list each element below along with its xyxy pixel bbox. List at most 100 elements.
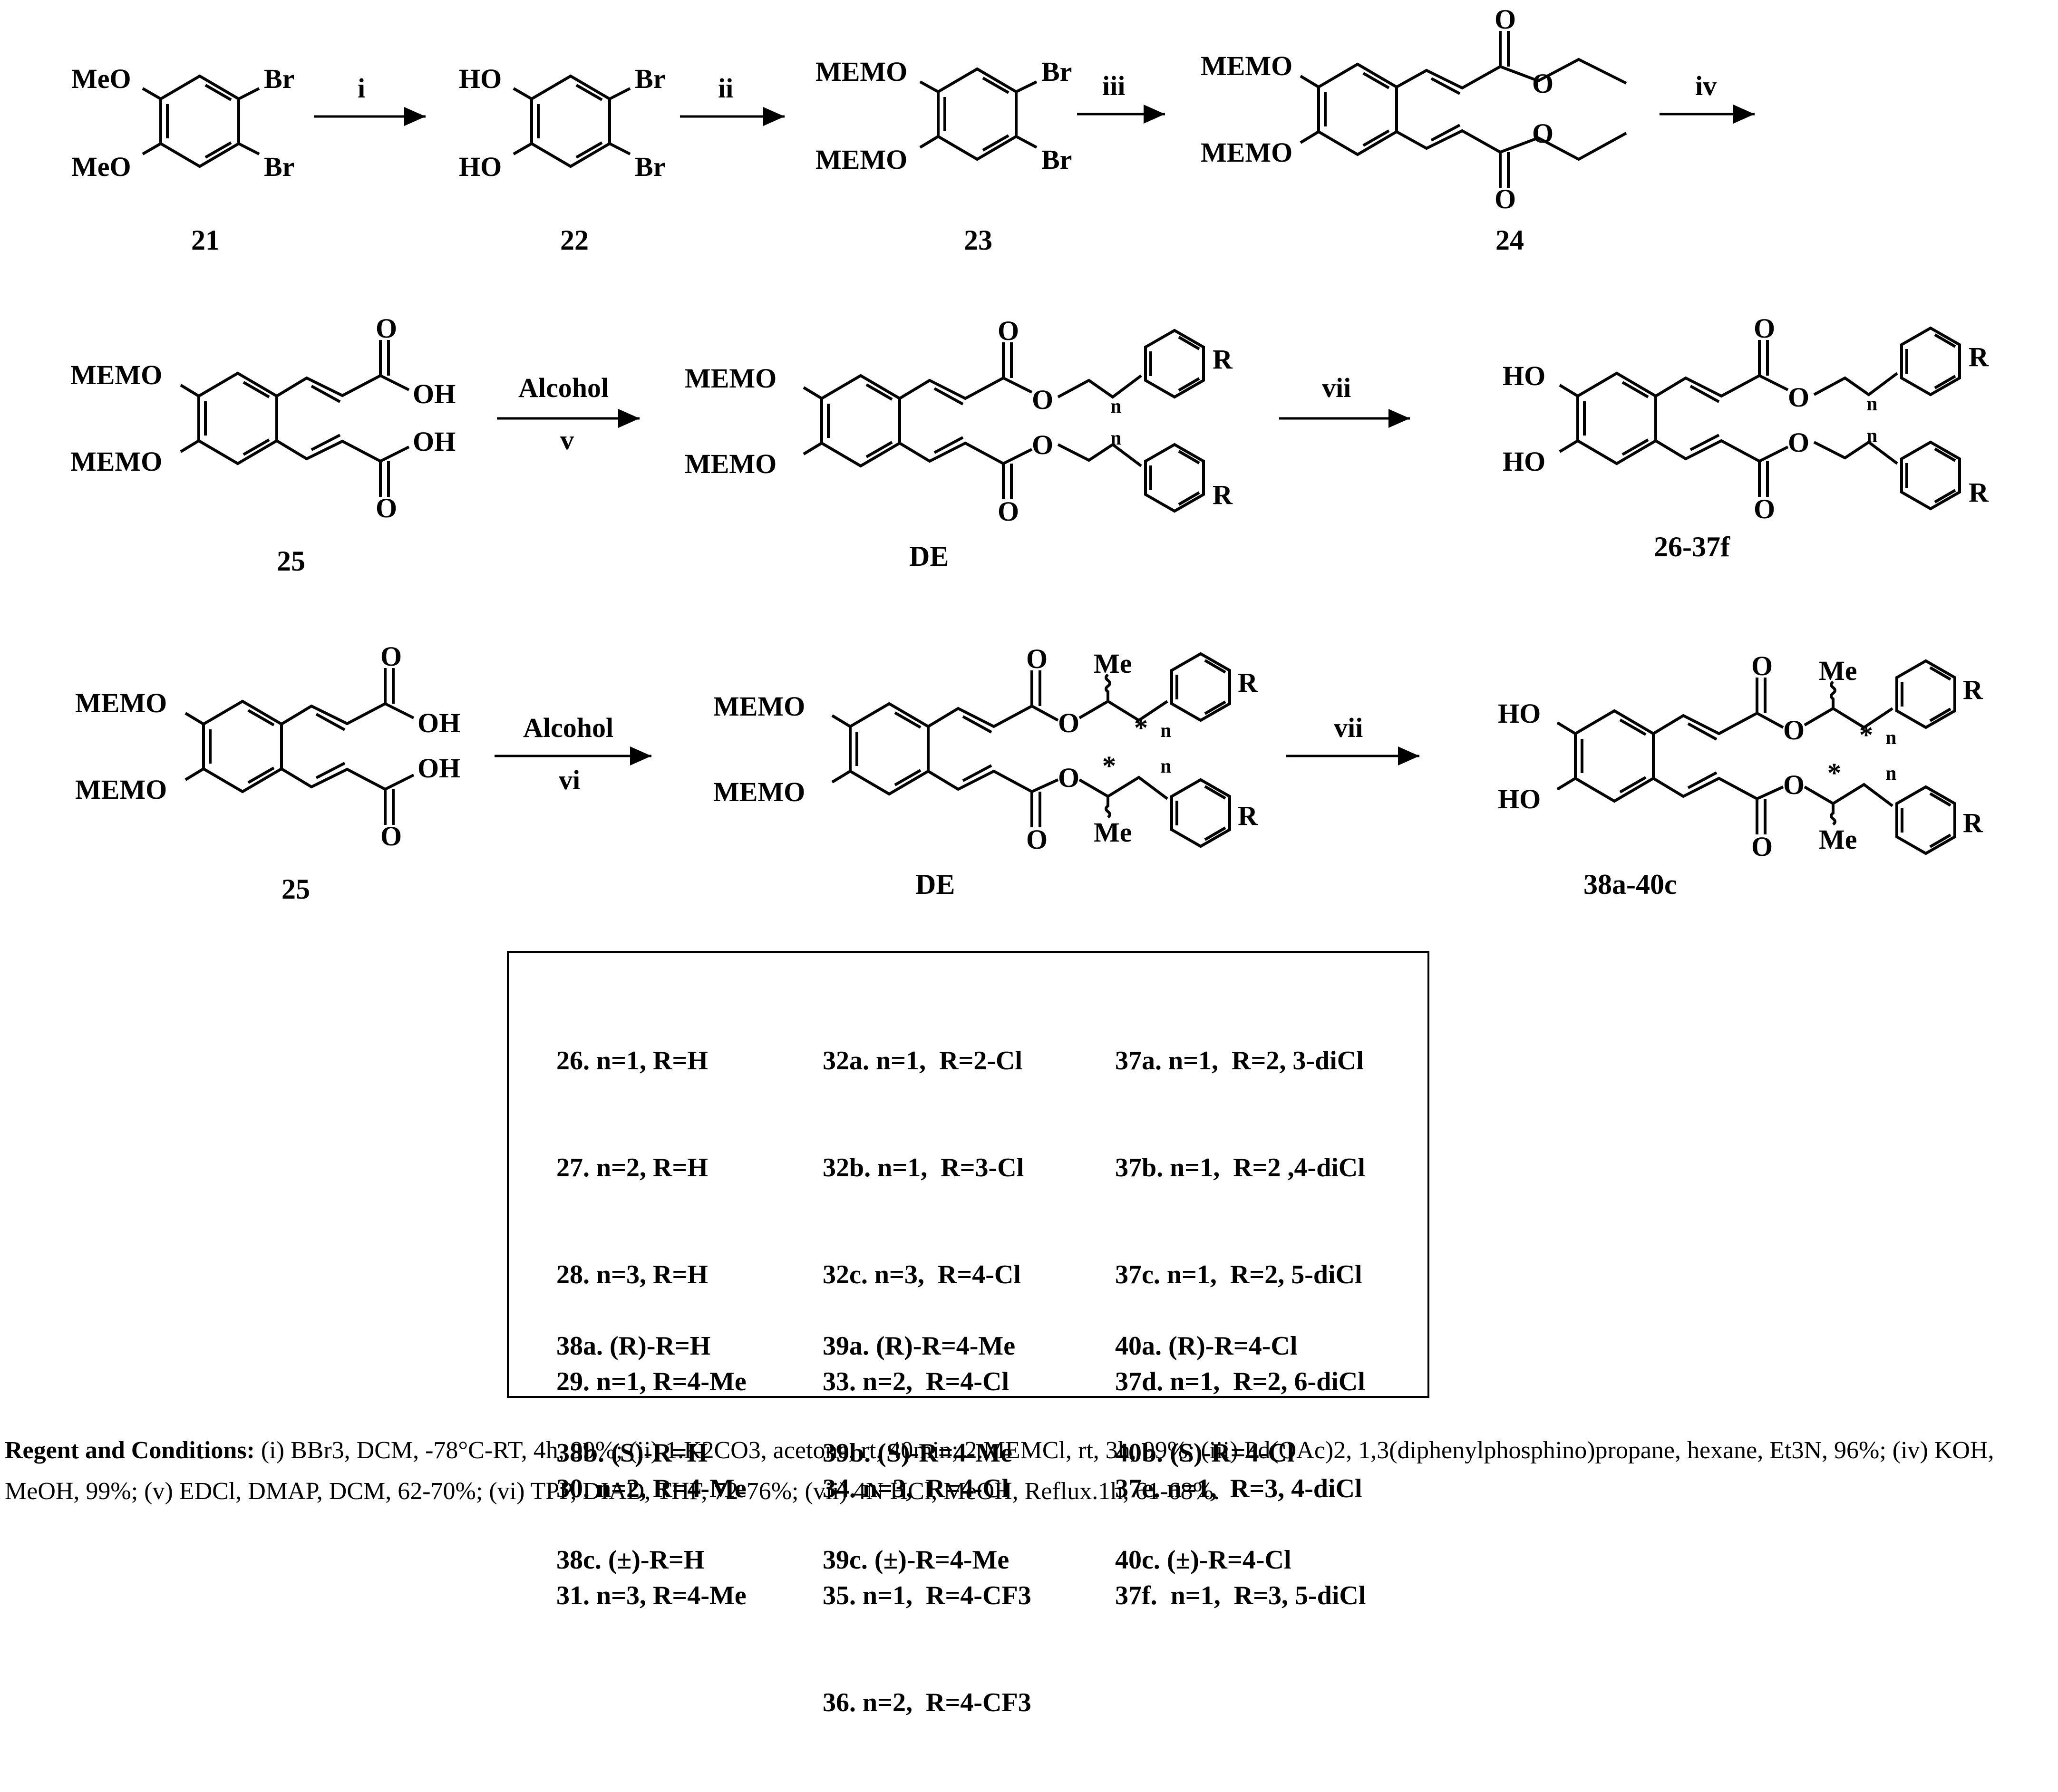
svg-text:HO: HO <box>1498 698 1541 729</box>
product-38a-40c-labels: HO HO O O O O Me Me * * n n R R <box>1498 650 1983 862</box>
diester-de-labels: MEMO MEMO O O O O n n R R <box>685 315 1233 527</box>
alcohol-label: Alcohol <box>518 372 609 403</box>
conditions-text: (i) BBr3, DCM, -78°C-RT, 4h, 99%; (ii) 1… <box>5 1437 1994 1505</box>
svg-text:MEMO: MEMO <box>685 363 777 394</box>
svg-text:Me: Me <box>1819 655 1857 686</box>
svg-text:Me: Me <box>1094 817 1132 848</box>
compound-24-labels: MEMO MEMO O O O O <box>1201 4 1553 214</box>
compound-25-labels: MEMO MEMO O OH OH O <box>70 313 456 523</box>
diester-de-structure <box>803 330 1204 511</box>
svg-text:MEMO: MEMO <box>685 448 777 479</box>
svg-text:O: O <box>998 496 1019 527</box>
svg-text:O: O <box>1783 715 1805 746</box>
conditions-title: Regent and Conditions: <box>5 1437 255 1464</box>
svg-text:O: O <box>1026 643 1048 674</box>
diester-de-label-1: DE <box>909 541 949 572</box>
step-vii-label-2: vii <box>1334 712 1363 743</box>
compound-23-structure: MEMO MEMO Br Br <box>815 56 1072 175</box>
reaction-scheme: MeO MeO Br Br 21 i HO HO Br Br 22 ii MEM… <box>70 4 1989 905</box>
compound-25b-number: 25 <box>282 873 310 905</box>
br-label: Br <box>264 63 294 94</box>
svg-text:R: R <box>1213 479 1233 510</box>
table-col-1: 26. n=1, R=H 27. n=2, R=H 28. n=3, R=H 2… <box>556 1046 747 1610</box>
svg-text:OH: OH <box>413 378 456 409</box>
compound-22-number: 22 <box>560 224 589 256</box>
svg-text:O: O <box>1532 68 1553 99</box>
svg-text:MEMO: MEMO <box>713 691 805 722</box>
svg-text:O: O <box>1783 769 1805 800</box>
br-label: Br <box>635 151 665 182</box>
svg-text:O: O <box>380 821 402 852</box>
svg-text:O: O <box>1032 384 1053 415</box>
reagents-and-conditions: Regent and Conditions: (i) BBr3, DCM, -7… <box>5 1430 2054 1512</box>
svg-text:O: O <box>1788 382 1809 413</box>
svg-text:R: R <box>1238 800 1258 831</box>
svg-text:n: n <box>1885 727 1896 749</box>
svg-text:OH: OH <box>413 426 456 457</box>
svg-text:n: n <box>1866 393 1877 415</box>
compound-25-number: 25 <box>277 545 305 577</box>
product-26-37f-labels: HO HO O O O O n n R R <box>1503 313 1989 524</box>
svg-text:*: * <box>1102 750 1116 781</box>
step-iv-label: iv <box>1695 70 1717 101</box>
svg-text:O: O <box>380 641 402 672</box>
svg-text:MEMO: MEMO <box>1201 50 1292 81</box>
diester-de-label-2: DE <box>915 869 955 900</box>
svg-text:O: O <box>1788 427 1809 458</box>
compound-21-number: 21 <box>191 224 220 256</box>
substituent-table: 26. n=1, R=H 27. n=2, R=H 28. n=3, R=H 2… <box>507 951 1429 1717</box>
memo-label: MEMO <box>815 56 907 87</box>
svg-text:MEMO: MEMO <box>713 776 805 807</box>
diester-de-chiral-labels: MEMO MEMO O O O O Me Me * * n n R R <box>713 643 1258 855</box>
svg-text:n: n <box>1885 763 1896 785</box>
svg-text:R: R <box>1213 344 1233 375</box>
product-26-37f-number: 26-37f <box>1654 531 1730 562</box>
svg-text:Me: Me <box>1094 648 1132 679</box>
product-26-37f-structure <box>1559 328 1960 509</box>
product-38a-40c-number: 38a-40c <box>1583 869 1677 900</box>
compound-22-structure: HO HO Br Br <box>459 63 665 182</box>
compound-24-number: 24 <box>1495 224 1524 256</box>
svg-text:R: R <box>1963 807 1983 838</box>
step-vii-label: vii <box>1322 372 1351 403</box>
svg-text:MEMO: MEMO <box>70 359 162 390</box>
svg-text:Me: Me <box>1819 824 1857 855</box>
step-ii-label: ii <box>718 73 733 104</box>
svg-text:HO: HO <box>1498 784 1541 814</box>
svg-text:O: O <box>1495 4 1516 35</box>
svg-text:O: O <box>376 313 397 344</box>
diester-de-chiral-structure <box>831 654 1230 846</box>
step-i-label: i <box>358 73 365 104</box>
svg-text:*: * <box>1859 719 1873 750</box>
svg-text:R: R <box>1238 667 1258 698</box>
step-v-label: v <box>560 425 574 455</box>
br-label: Br <box>264 151 294 182</box>
svg-text:n: n <box>1110 427 1121 449</box>
svg-text:R: R <box>1963 674 1983 705</box>
svg-text:O: O <box>1754 313 1775 344</box>
compound-25b-labels: MEMO MEMO O OH OH O <box>75 641 460 852</box>
svg-text:O: O <box>1532 118 1553 149</box>
svg-text:R: R <box>1969 341 1989 372</box>
svg-text:n: n <box>1160 720 1171 742</box>
compound-25b-structure <box>184 668 415 825</box>
br-label: Br <box>635 63 665 94</box>
svg-text:MEMO: MEMO <box>70 446 162 477</box>
compound-25-structure <box>180 340 410 497</box>
svg-text:MEMO: MEMO <box>1201 137 1292 168</box>
svg-text:O: O <box>998 315 1019 346</box>
svg-text:HO: HO <box>1503 360 1545 391</box>
svg-text:O: O <box>1751 831 1773 862</box>
meo-label: MeO <box>71 151 131 182</box>
br-label: Br <box>1041 56 1072 87</box>
svg-text:R: R <box>1969 477 1989 508</box>
svg-text:HO: HO <box>1503 446 1545 477</box>
memo-label: MEMO <box>815 144 907 175</box>
ho-label: HO <box>459 63 502 94</box>
svg-text:O: O <box>1495 184 1516 214</box>
svg-text:n: n <box>1866 425 1877 447</box>
svg-text:O: O <box>376 493 397 523</box>
svg-text:O: O <box>1032 429 1053 460</box>
ho-label: HO <box>459 151 502 182</box>
compound-24-structure <box>1300 31 1627 188</box>
